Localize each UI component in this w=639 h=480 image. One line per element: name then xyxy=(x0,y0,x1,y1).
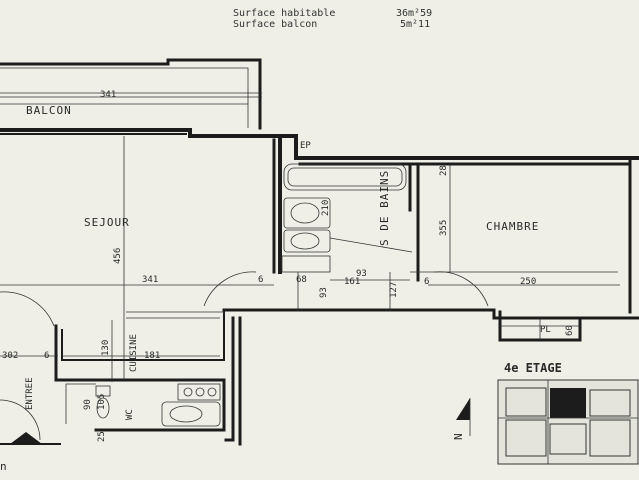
closet-placard xyxy=(500,318,580,340)
dim-6b: 6 xyxy=(424,277,429,287)
balcony-outline xyxy=(0,58,262,130)
dim-kitchen-130: 130 xyxy=(101,340,111,356)
dim-bath-161: 161 xyxy=(344,277,360,287)
room-label-entree: ENTREE xyxy=(25,377,35,410)
dim-chambre-width: 250 xyxy=(520,277,536,287)
dim-chambre-depth: 355 xyxy=(439,220,449,236)
floor-label: 4e ETAGE xyxy=(504,361,562,375)
room-label-sejour: SEJOUR xyxy=(84,216,130,229)
dim-entree-302: 302 xyxy=(2,351,18,361)
dim-wc-25: 25 xyxy=(97,431,107,442)
north-arrow-icon xyxy=(456,398,470,420)
dim-bath-93: 93 xyxy=(356,269,367,279)
room-label-salle-de-bains: S DE BAINS xyxy=(378,170,391,246)
dim-wc-90: 90 xyxy=(83,399,93,410)
dim-sejour-depth: 456 xyxy=(113,248,123,264)
room-label-ep: EP xyxy=(300,141,311,151)
room-label-balcon: BALCON xyxy=(26,104,72,117)
north-label: N xyxy=(452,432,465,440)
entrance-arrow-icon xyxy=(10,432,42,444)
room-labels: BALCON SEJOUR CHAMBRE S DE BAINS CUISINE… xyxy=(25,104,551,420)
dim-6c: 6 xyxy=(44,351,49,361)
dim-balcon-width: 341 xyxy=(100,90,116,100)
door-swings xyxy=(0,237,489,441)
dim-68: 68 xyxy=(296,275,307,285)
bathtub xyxy=(283,163,407,191)
kitchen-appliances xyxy=(161,383,221,427)
interior-walls xyxy=(54,271,639,446)
location-plan: 4e ETAGE xyxy=(497,361,639,465)
dim-60: 60 xyxy=(565,325,575,336)
dim-wc-105: 105 xyxy=(97,394,107,410)
dim-dgt-93: 93 xyxy=(319,287,329,298)
dim-6a: 6 xyxy=(258,275,263,285)
dim-bath-210: 210 xyxy=(321,200,331,216)
dimension-guides xyxy=(0,103,620,382)
wc-toilet xyxy=(95,385,111,419)
bathroom-fixtures xyxy=(281,197,331,273)
dimension-labels: 341 341 456 250 355 28 210 161 93 93 127… xyxy=(2,90,575,442)
surface-balcon-value: 5m²11 xyxy=(400,19,430,30)
room-label-cuisine: CUISINE xyxy=(129,334,139,372)
watermark-fragment: n xyxy=(0,460,7,473)
entrance-marker xyxy=(0,432,61,445)
dim-chambre-top: 28 xyxy=(439,165,449,176)
dim-dgt-127: 127 xyxy=(389,282,399,298)
room-label-chambre: CHAMBRE xyxy=(486,220,539,233)
surface-habitable-value: 36m²59 xyxy=(396,8,432,19)
dim-kitchen-181: 181 xyxy=(144,351,160,361)
dim-sejour-width: 341 xyxy=(142,275,158,285)
room-label-wc: WC xyxy=(125,409,135,420)
north-arrow: N xyxy=(452,398,471,440)
room-label-placard: PL xyxy=(540,325,551,335)
surface-summary: Surface habitable 36m²59 Surface balcon … xyxy=(233,8,432,30)
surface-balcon-label: Surface balcon xyxy=(233,19,317,30)
surface-habitable-label: Surface habitable xyxy=(233,8,335,19)
